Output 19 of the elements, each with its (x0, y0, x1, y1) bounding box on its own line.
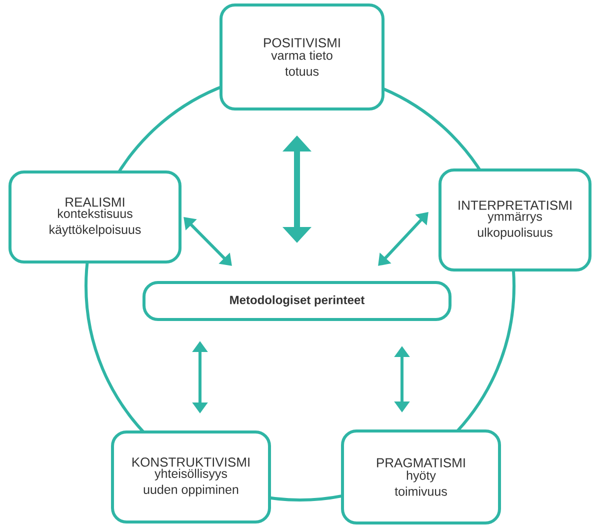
node-heading: PRAGMATISMI (377, 458, 465, 468)
node-text: hyöty toimivuus (394, 470, 447, 496)
rounded-box (111, 430, 271, 524)
rounded-box (220, 4, 384, 110)
node-text: varma tieto totuus (271, 50, 332, 76)
node-text: ymmärrys ulkopuolisuus (478, 212, 552, 240)
double-arrow (184, 217, 232, 266)
node-text: yhteisöllisyys uuden oppiminen (144, 468, 238, 496)
rounded-box (142, 281, 452, 321)
node-heading: KONSTRUKTIVISMI (132, 458, 250, 467)
node-heading: POSITIVISMI (264, 38, 340, 48)
rounded-box (341, 430, 501, 524)
double-arrow (378, 212, 428, 266)
rounded-box (8, 170, 182, 264)
node-label: Metodologiset perinteet (230, 295, 365, 307)
node-text: kontekstisuus käyttökelpoisuus (50, 208, 141, 236)
node-heading: REALISMI (66, 198, 124, 207)
node-heading: INTERPRETATISMI (458, 200, 572, 210)
rounded-box (438, 168, 592, 272)
